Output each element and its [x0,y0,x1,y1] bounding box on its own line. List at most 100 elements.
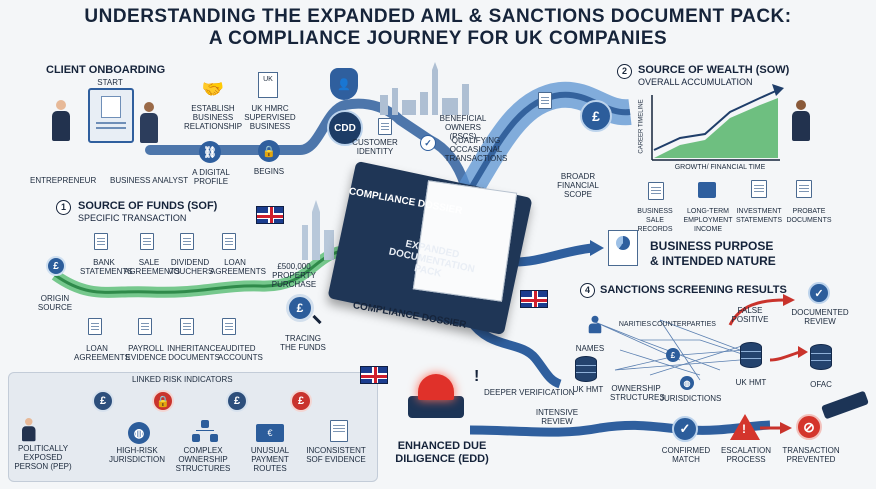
investment-chart-icon [751,180,767,198]
tracing-label: TRACING THE FUNDS [280,334,326,352]
documented-review-label: DOCUMENTED REVIEW [791,308,849,326]
sow-heading: SOURCE OF WEALTH (SOW) [638,64,790,76]
step-2-number: 2 [617,64,632,79]
alarm-siren-icon [418,374,454,400]
jurisdictions-label: JURISDICTIONS [660,394,722,403]
broader-scope-label: BROADR FINANCIAL SCOPE [557,172,599,199]
sale-agreement-icon [140,233,154,250]
lock-icon: 🔒 [258,140,280,162]
page-subtitle: A COMPLIANCE JOURNEY FOR UK COMPANIES [208,28,668,49]
hmrc-label: UK HMRC SUPERVISED BUSINESS [244,104,296,131]
purpose-arrow [514,243,593,267]
london-skyline-1 [380,62,469,115]
step-1-number: 1 [56,200,71,215]
network-pound-icon: £ [666,348,680,362]
business-plan-icon [608,230,638,266]
sanctions-heading: SANCTIONS SCREENING RESULTS [600,284,787,296]
sanctions-network [594,319,746,381]
names-person-icon [588,315,602,334]
risk-heading: LINKED RISK INDICATORS [128,375,237,384]
risk-item-3: COMPLEX OWNERSHIP STRUCTURES [175,446,231,473]
sof-subheading: SPECIFIC TRANSACTION [78,213,187,223]
sanctions-flow [466,317,562,389]
risk-pound-1-icon: £ [92,390,114,412]
high-risk-globe-icon: ◍ [128,422,150,444]
exclamation-icon: ! [474,368,480,385]
purpose-line-2: & INTENDED NATURE [650,254,776,268]
entrepreneur-label: ENTREPRENEUR [30,176,97,185]
pep-person-icon [22,418,36,442]
payment-card-icon: € [256,424,284,442]
onboarding-flow [145,98,470,190]
risk-pound-2-icon: £ [226,390,248,412]
risk-item-1: POLITICALLY EXPOSED PERSON (PEP) [14,444,72,471]
customer-identity-label: CUSTOMER IDENTITY [352,138,398,156]
ofac-database [810,344,832,370]
london-skyline-2 [302,200,334,260]
alarm-base-icon [408,396,464,418]
bank-statement-icon [94,233,108,250]
entrepreneur-figure [52,100,70,141]
purpose-line-1: BUSINESS PURPOSE [650,239,774,253]
sof-bottom-doc-4: AUDITED ACCOUNTS [218,344,263,362]
sow-business-person [792,100,810,141]
purchase-label: £500,000 PROPERTY PURCHASE [271,262,317,289]
edd-flow [469,420,771,437]
sow-subheading: OVERALL ACCUMULATION [638,77,753,87]
onboarding-heading: CLIENT ONBOARDING [46,64,166,76]
loan-agreement-2-icon [88,318,102,335]
pound-cycle-icon: £ [580,100,612,132]
payroll-icon [138,318,152,335]
dividend-voucher-icon [180,233,194,250]
origin-label: ORIGIN SOURCE [37,294,73,312]
uk-flag-icon [256,206,284,224]
sow-doc-2: LONG-TERM EMPLOYMENT INCOME [683,208,733,233]
risk-lock-red-icon: 🔒 [152,390,174,412]
sow-growth-chart [651,84,784,161]
intensive-review-label: INTENSIVE REVIEW [535,408,579,426]
warning-triangle-icon [730,414,760,440]
briefcase-icon [698,182,716,198]
uk-hmt-right-label: UK HMT [735,378,767,387]
risk-item-4: UNUSUAL PAYMENT ROUTES [250,446,290,473]
qualifying-label: QUALIFYING OCCASIONAL TRANSACTIONS [444,136,508,163]
probate-document-icon [796,180,812,198]
ownership-label: OWNERSHIP STRUCTURES [610,384,665,402]
business-sale-icon [648,182,664,200]
uk-flag-2-icon [520,290,548,308]
false-positive-label: FALSE POSITIVE [731,306,769,324]
shield-user-icon: 👤 [330,68,358,100]
start-label: START [97,78,123,87]
sow-doc-4: PROBATE DOCUMENTS [786,208,832,224]
begins-label: BEGINS [253,167,285,176]
sow-axis-y: CAREER TIMELINE [638,99,645,154]
cdd-badge: CDD [327,110,363,146]
profile-screen-icon [88,88,134,143]
risk-pound-red-icon: £ [290,390,312,412]
confirmed-check-icon: ✓ [672,416,698,442]
page-title: UNDERSTANDING THE EXPANDED AML & SANCTIO… [84,6,792,27]
inheritance-icon [180,318,194,335]
hmrc-document-icon: UK [258,72,278,98]
step-4-number: 4 [580,283,595,298]
sow-document-icon [538,92,552,109]
origin-pound-icon: £ [46,256,66,276]
sof-top-doc-1: BANK STATEMENTS [80,258,133,276]
documented-check-icon: ✓ [808,282,830,304]
prevented-label: TRANSACTION PREVENTED [782,446,840,464]
sof-bottom-doc-2: PAYROLL EVIDENCE [125,344,167,362]
uk-hmt-left-label: UK HMT [572,385,604,394]
sow-doc-3: INVESTMENT STATEMENTS [735,208,783,224]
analyst-figure [140,102,158,143]
sof-top-doc-2: SALE AGREEMENTS [124,258,181,276]
loan-agreement-icon [222,233,236,250]
handshake-icon: 🤝 [201,78,225,99]
sof-bottom-doc-1: LOAN AGREEMENTS [74,344,131,362]
escalation-label: ESCALATION PROCESS [720,446,772,464]
risk-panel [8,372,378,482]
sof-heading: SOURCE OF FUNDS (SOF) [78,200,218,212]
sof-bottom-doc-3: INHERITANCE DOCUMENTS [167,344,221,362]
ownership-tree-icon [190,420,220,444]
inconsistent-doc-icon [330,420,348,442]
warning-mark-icon: ! [742,422,746,436]
